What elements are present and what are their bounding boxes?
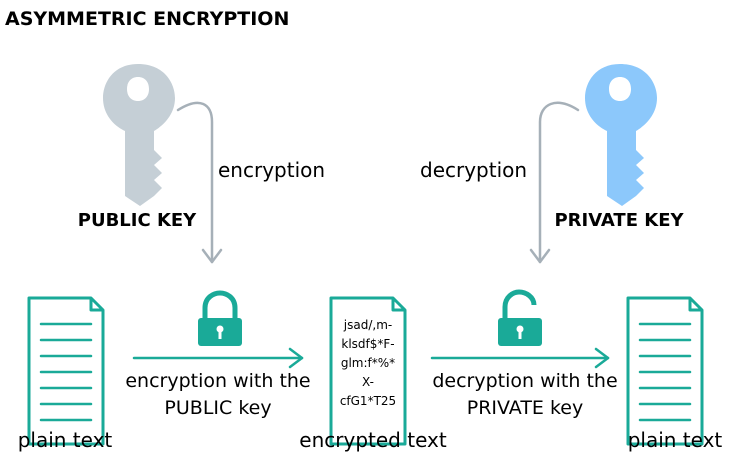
closed-lock-icon — [198, 290, 242, 346]
encryption-label: encryption — [218, 158, 326, 182]
cipher-line: glm:f*%* — [340, 356, 396, 370]
decrypt-caption: decryption with the PRIVATE key — [420, 368, 630, 422]
open-lock-icon — [498, 289, 542, 346]
private-key-icon — [585, 64, 657, 206]
cipher-line: jsad/,m- — [343, 318, 393, 332]
page-title: ASYMMETRIC ENCRYPTION — [5, 8, 290, 30]
cipher-text: jsad/,m- klsdf$*F- glm:f*%* X- cfG1*T25 — [328, 316, 408, 411]
plain-text-left-label: plain text — [17, 428, 113, 452]
encrypted-text-label: encrypted text — [299, 428, 447, 452]
plain-text-document-right-icon — [626, 296, 704, 446]
encrypt-caption-line1: encryption with the — [125, 370, 311, 392]
decrypt-caption-line2: PRIVATE key — [466, 397, 584, 419]
encryption-flow-arrow — [176, 101, 223, 264]
encrypt-caption-line2: PUBLIC key — [164, 397, 272, 419]
cipher-line: klsdf$*F- — [341, 337, 395, 351]
encrypt-arrow — [132, 347, 304, 369]
plain-text-document-left-icon — [27, 296, 105, 446]
public-key-label: PUBLIC KEY — [77, 210, 197, 231]
public-key-icon — [103, 64, 175, 206]
decryption-label: decryption — [420, 158, 528, 182]
cipher-line: cfG1*T25 — [339, 394, 397, 408]
private-key-label: PRIVATE KEY — [554, 210, 684, 231]
decrypt-arrow — [430, 347, 610, 369]
plain-text-right-label: plain text — [627, 428, 723, 452]
decrypt-caption-line1: decryption with the — [432, 370, 618, 392]
cipher-line: X- — [362, 375, 374, 389]
encrypt-caption: encryption with the PUBLIC key — [113, 368, 323, 422]
decryption-flow-arrow — [529, 101, 580, 264]
